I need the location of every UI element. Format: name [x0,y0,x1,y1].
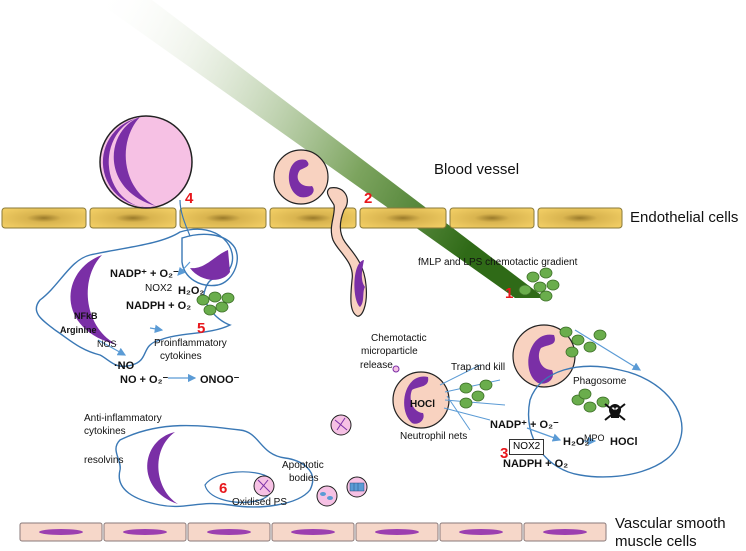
arrow-proinflam [149,324,164,333]
label-no: ·NO [114,360,135,372]
label-anti-inflammatory-1: Anti-inflammatory [84,413,162,424]
label-proinflammatory-1: Proinflammatory [154,338,227,349]
neutrophil-net-cell [392,364,506,431]
label-proinflammatory-2: cytokines [160,351,202,362]
label-oxidised-ps: Oxidised PS [232,497,288,508]
label-hocl-inner: HOCl [410,399,435,410]
neutrophil-transmigrating [326,187,367,317]
label-neutrophil-nets: Neutrophil nets [400,431,468,442]
arrow-nox2-right [526,427,562,442]
label-onoo: ONOO⁻ [200,374,240,386]
step-number-2: 2 [364,190,373,207]
phagosome-compartment [527,365,683,478]
label-muscle-cells: muscle cells [615,533,697,550]
step-number-3: 3 [500,445,509,462]
monocyte-cell [99,115,193,209]
label-apoptotic-2: bodies [289,473,319,484]
step-number-4: 4 [185,190,194,207]
microparticle [392,365,400,373]
apoptotic-bodies [253,414,368,507]
neutrophil-rolling [273,149,329,205]
label-nadph-right: NADPH + O₂ [503,458,569,470]
label-mpo: MPO [584,433,605,443]
label-nadp-right: NADP⁺ + O₂⁻ [490,419,559,431]
label-resolvins: resolvins [84,455,124,466]
label-h2o2-left: H₂O₂ [178,285,205,297]
label-trap-and-kill: Trap and kill [451,362,506,373]
macrophage-nucleus [70,255,118,345]
bacteria-cluster-1 [518,267,560,302]
label-blood-vessel: Blood vessel [434,161,520,178]
smooth-muscle-cell-row [19,522,607,542]
label-arginine: Arginine [60,325,97,335]
step-number-5: 5 [197,320,206,337]
label-hocl-right: HOCl [610,436,638,448]
label-no-reaction: NO + O₂⁻ [120,374,169,386]
label-nox2-left: NOX2 [145,283,173,294]
label-nos: NOS [97,339,117,349]
bacteria-cluster-5 [196,291,235,316]
label-chemotactic-3: release [360,360,393,371]
label-anti-inflammatory-2: cytokines [84,426,126,437]
skull-icon [604,403,626,421]
step-number-1: 1 [505,285,514,302]
label-nox2-right: NOX2 [509,439,545,455]
label-chemotactic-1: Chemotactic [371,333,427,344]
neutrophil-phagocytosing [512,324,607,388]
label-vascular-smooth: Vascular smooth [615,515,726,532]
label-endothelial-cells: Endothelial cells [630,209,739,226]
label-chemotactic-2: microparticle [361,346,418,357]
label-apoptotic-1: Apoptotic [282,460,324,471]
label-nadph-left: NADPH + O₂ [126,300,192,312]
label-phagosome: Phagosome [573,376,627,387]
macrophage-left [35,228,234,367]
arrow-nox2-left [177,261,191,276]
arrow-nos [97,339,127,356]
arrow-phagosome [574,329,642,371]
label-nfkb: NFkB [74,311,98,321]
endothelial-cell-row [1,207,623,229]
monocyte-entering [179,199,238,287]
step-number-6: 6 [219,480,228,497]
label-nadp-left: NADP⁺ + O₂⁻ [110,268,179,280]
label-gradient: fMLP and LPS chemotactic gradient [418,257,578,268]
label-h2o2-right: H₂O₂ [563,436,590,448]
